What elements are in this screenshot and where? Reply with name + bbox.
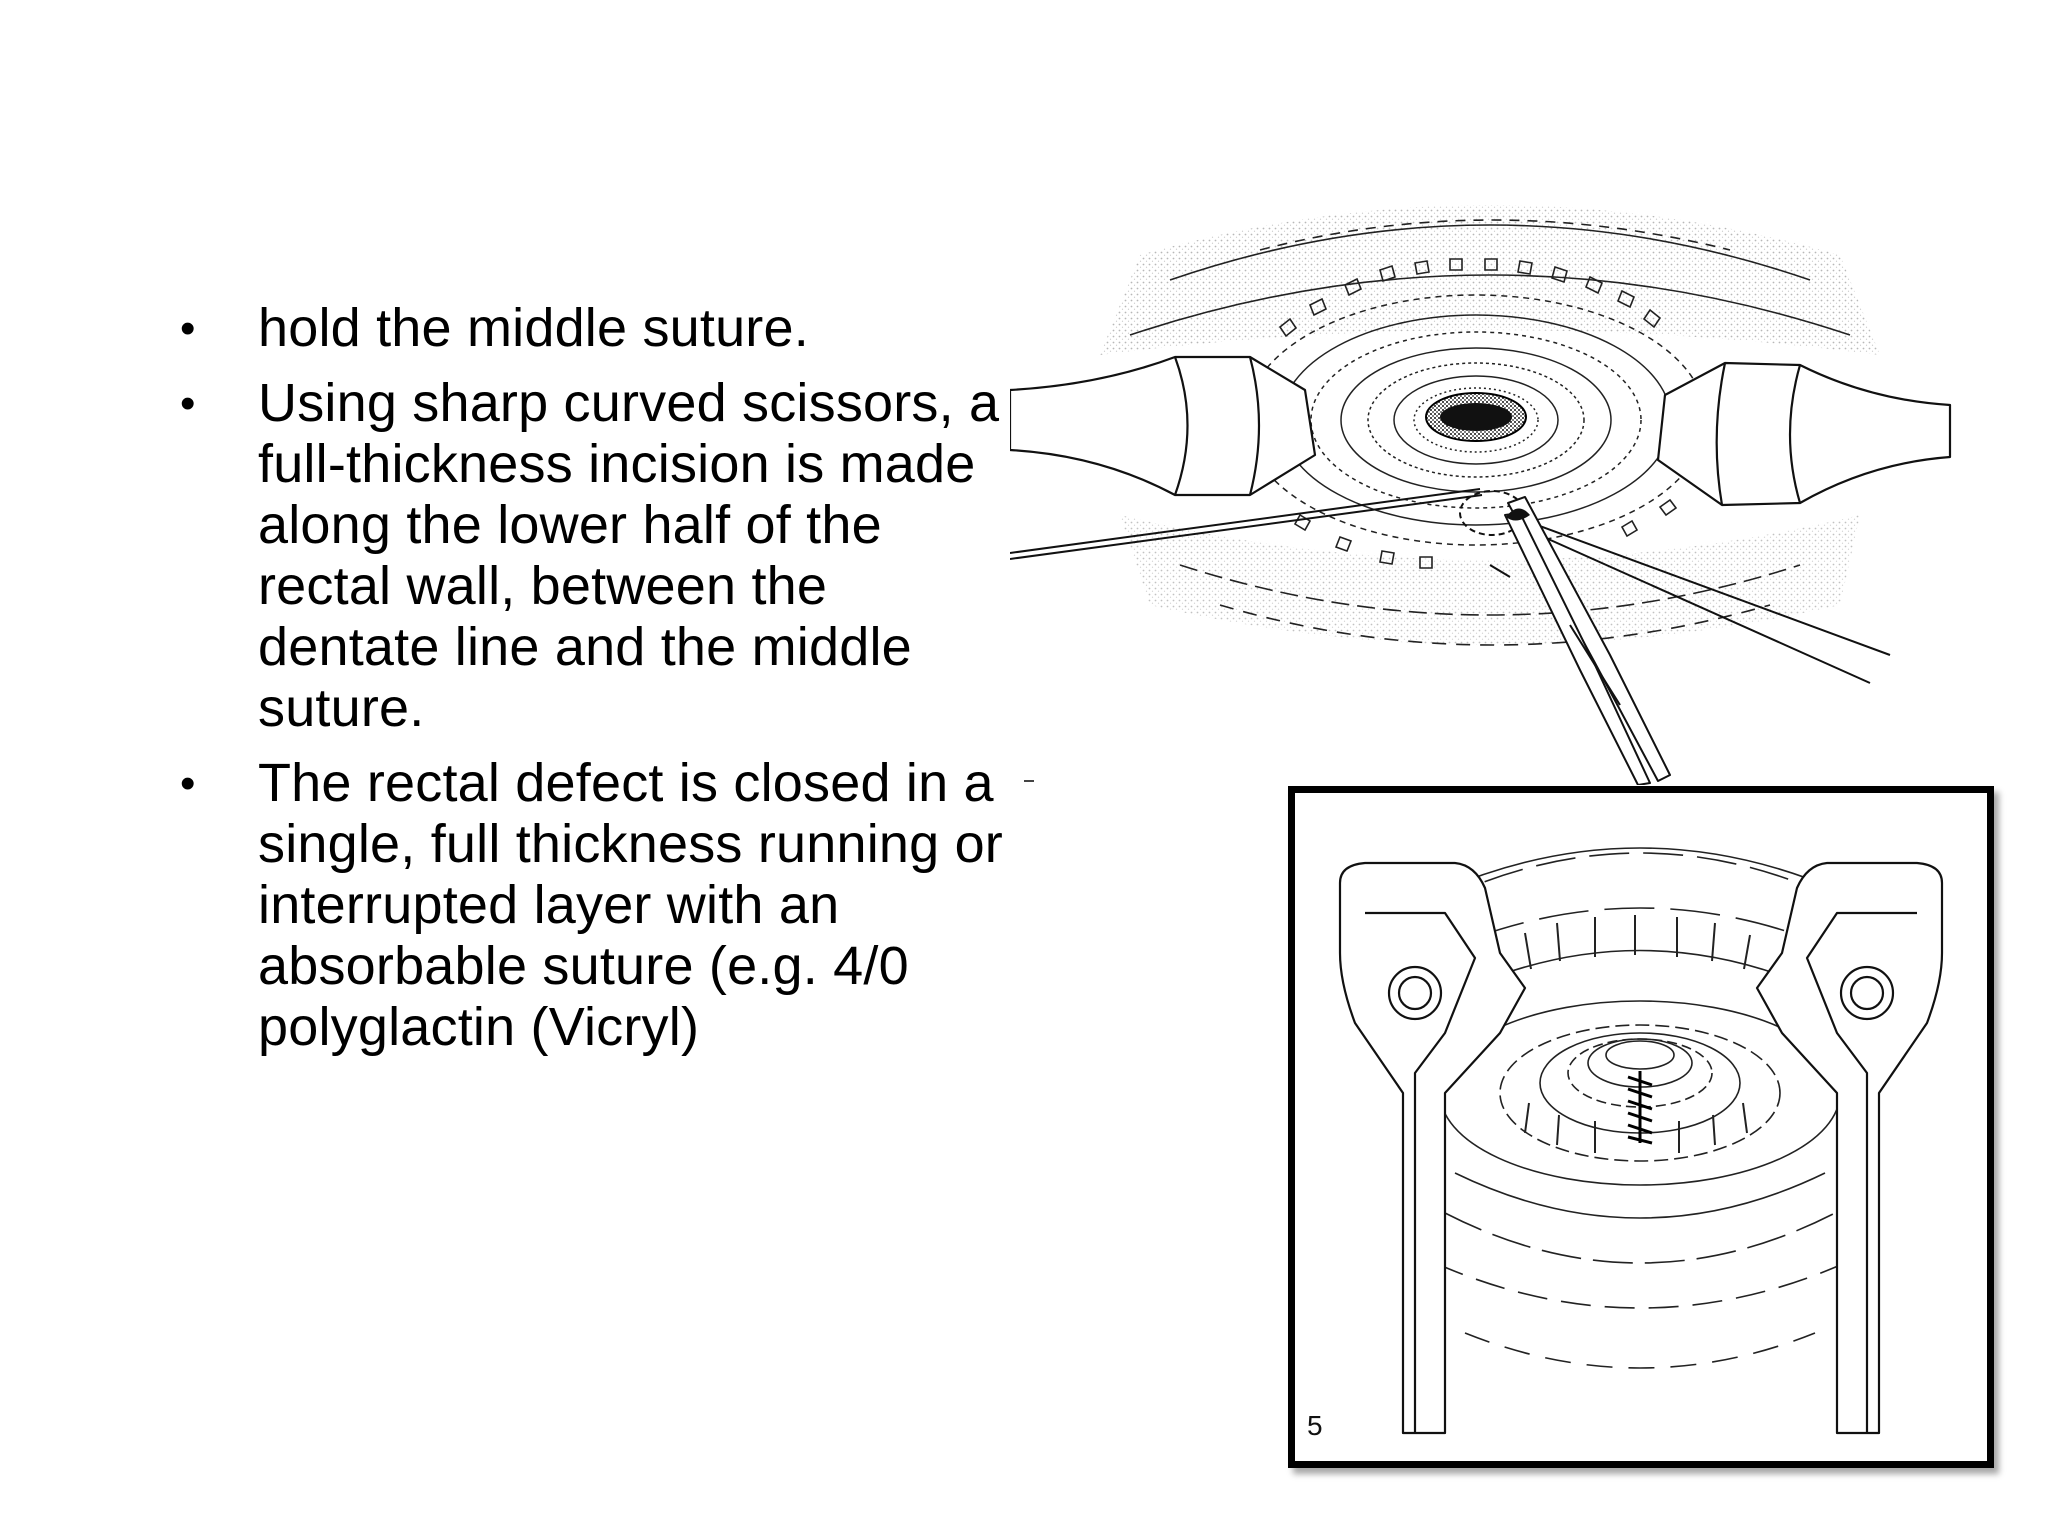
bullet-list: • hold the middle suture. • Using sharp … (170, 298, 1020, 1072)
bullet-marker: • (180, 304, 196, 353)
bullet-marker: • (180, 379, 196, 428)
bullet-text: Using sharp curved scissors, a full-thic… (258, 373, 1000, 738)
bullet-item: • hold the middle suture. (170, 298, 1020, 359)
surgical-illustration-incision (1010, 205, 1952, 785)
closure-drawing (1338, 847, 1944, 1435)
bullet-item: • The rectal defect is closed in a singl… (170, 753, 1020, 1058)
bullet-text: The rectal defect is closed in a single,… (258, 753, 1003, 1057)
bullet-item: • Using sharp curved scissors, a full-th… (170, 373, 1020, 739)
stray-mark (1024, 780, 1034, 782)
surgical-illustration-closure: 5 (1288, 786, 1994, 1468)
bullet-text: hold the middle suture. (258, 298, 809, 358)
bullet-marker: • (180, 759, 196, 808)
figure-number: 5 (1307, 1410, 1323, 1441)
